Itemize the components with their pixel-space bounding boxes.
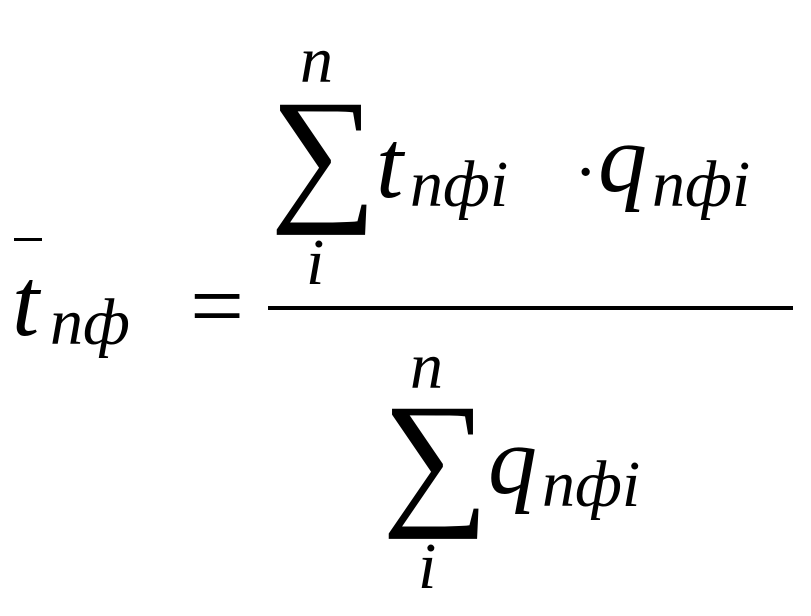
denominator-upper-limit: n (410, 330, 443, 403)
denominator-sigma: ∑ (382, 374, 489, 540)
multiplication-dot: · (574, 134, 598, 211)
numerator-term1-variable: t (376, 111, 404, 219)
numerator-term2-variable: q (598, 105, 647, 213)
lhs-overbar (14, 238, 42, 241)
fraction-bar (268, 306, 793, 310)
numerator-sigma: ∑ (270, 70, 377, 236)
denominator-lower-limit: i (418, 530, 437, 603)
denominator-term-variable: q (488, 407, 537, 515)
denominator-term-subscript: nфi (542, 448, 641, 521)
numerator-term1-subscript: nфi (410, 148, 509, 221)
numerator-term2-subscript: nфi (652, 148, 751, 221)
equals-sign: = (190, 252, 245, 359)
lhs-variable: t (12, 249, 40, 357)
lhs-subscript: nф (50, 286, 130, 359)
numerator-lower-limit: i (306, 226, 325, 299)
numerator-upper-limit: n (300, 24, 333, 97)
